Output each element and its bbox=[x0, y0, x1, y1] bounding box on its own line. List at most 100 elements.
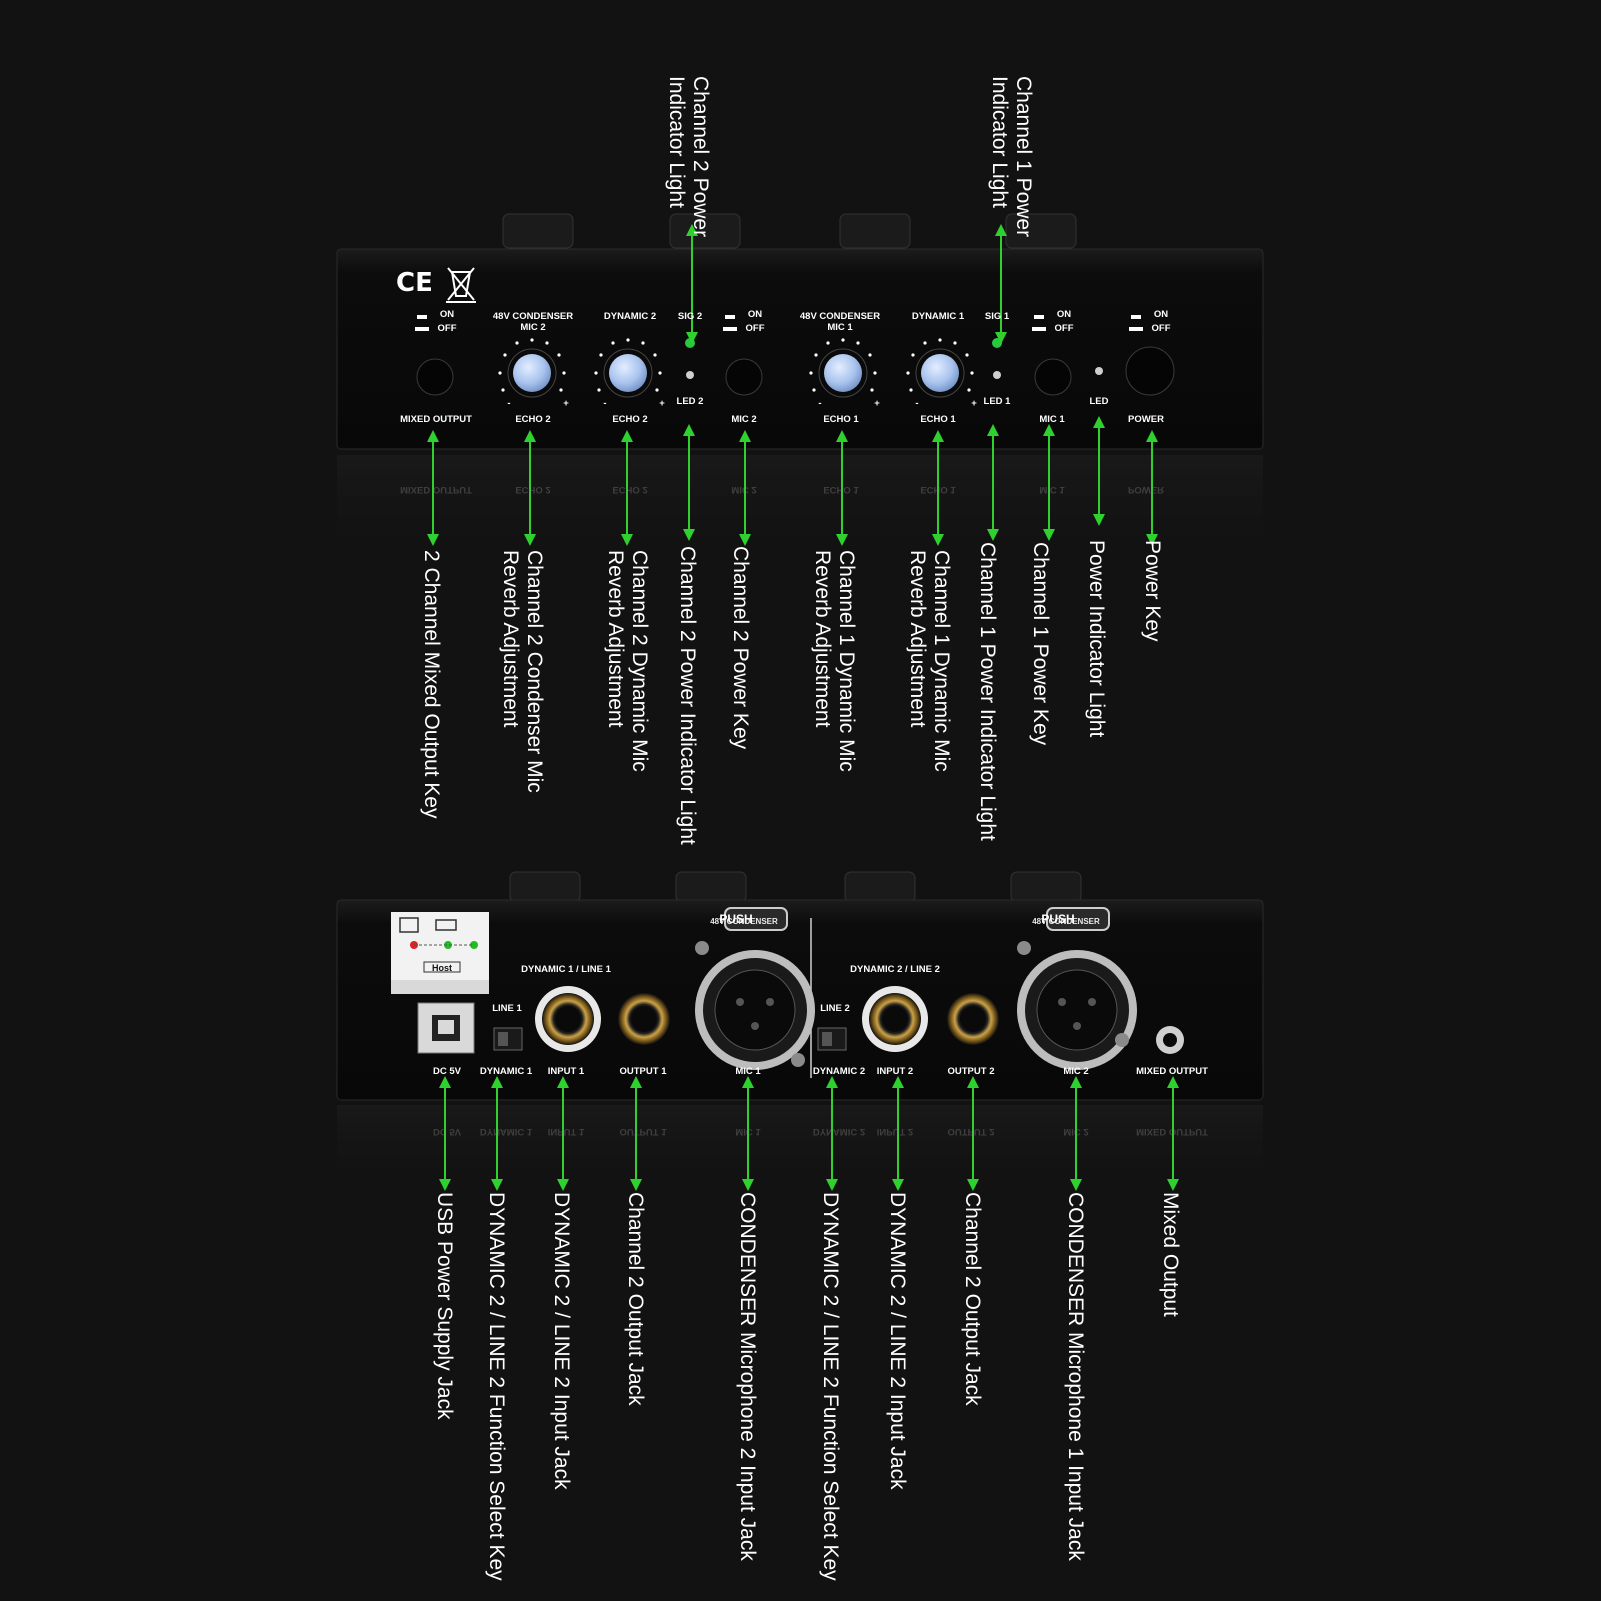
callout-dyn2-line2-select-a: DYNAMIC 2 / LINE 2 Function Select Key bbox=[485, 1192, 508, 1581]
sig1-label: SIG 1 bbox=[984, 311, 1010, 322]
led-label: LED bbox=[1089, 396, 1109, 407]
back-top-knobs bbox=[509, 871, 1082, 903]
output2-jack[interactable] bbox=[947, 993, 999, 1045]
reflection-dynamic1: DYNAMIC 1 bbox=[479, 1126, 533, 1137]
echo1-condenser-knob[interactable] bbox=[818, 348, 868, 398]
on-label-4: ON bbox=[1153, 309, 1169, 320]
mixed-output-button[interactable] bbox=[416, 358, 454, 396]
reflection-echo2-b: ECHO 2 bbox=[612, 484, 648, 495]
weee-bin-icon bbox=[446, 267, 476, 303]
callout-ch1-dynamic-reverb-a: Channel 1 Dynamic Mic Reverb Adjustment bbox=[811, 550, 858, 772]
echo1-dynamic-knob[interactable] bbox=[915, 348, 965, 398]
callout-usb-power-jack: USB Power Supply Jack bbox=[433, 1192, 456, 1420]
led1-indicator bbox=[993, 371, 1001, 379]
power-label: POWER bbox=[1128, 414, 1164, 425]
off-label-3: OFF bbox=[1054, 323, 1074, 334]
reflection-dc5v: DC 5V bbox=[433, 1126, 461, 1137]
sig1-led bbox=[992, 338, 1002, 348]
on-label-2: ON bbox=[747, 309, 763, 320]
dynamic1-label: DYNAMIC 1 bbox=[479, 1066, 533, 1077]
on-label-1: ON bbox=[439, 309, 455, 320]
echo1-label-b: ECHO 1 bbox=[920, 414, 956, 425]
mic1-power-button[interactable] bbox=[1034, 358, 1072, 396]
reflection-power: POWER bbox=[1128, 484, 1164, 495]
ce-mark: CE bbox=[396, 268, 433, 298]
host-label: Host bbox=[432, 963, 452, 973]
xlr2-title: 48V CONDENSER bbox=[1032, 917, 1100, 926]
callout-mixed-output-key: 2 Channel Mixed Output Key bbox=[420, 550, 443, 819]
mixed-output-mini-jack[interactable] bbox=[1156, 1026, 1184, 1054]
mic1-condenser-title: 48V CONDENSER MIC 1 bbox=[799, 311, 881, 333]
usb-b-port[interactable] bbox=[417, 1002, 475, 1054]
callout-ch2-dynamic-reverb: Channel 2 Dynamic Mic Reverb Adjustment bbox=[604, 550, 651, 772]
echo2-plus-b: + bbox=[659, 398, 665, 409]
output2-label: OUTPUT 2 bbox=[947, 1066, 995, 1077]
reflection-echo2-a: ECHO 2 bbox=[515, 484, 551, 495]
off-label-2: OFF bbox=[745, 323, 765, 334]
connection-sticker bbox=[391, 912, 489, 994]
sig2-led bbox=[685, 338, 695, 348]
line2-dynamic2-switch[interactable] bbox=[817, 1027, 847, 1051]
callout-ch1-power-indicator-top: Channel 1 Power Indicator Light bbox=[988, 76, 1035, 238]
mixed-output-back-label: MIXED OUTPUT bbox=[1136, 1066, 1208, 1077]
echo2-label-b: ECHO 2 bbox=[612, 414, 648, 425]
echo1-plus-b: + bbox=[971, 398, 977, 409]
callout-ch1-power-indicator: Channel 1 Power Indicator Light bbox=[976, 542, 999, 841]
mic2-power-button[interactable] bbox=[725, 358, 763, 396]
push-label-2: PUSH bbox=[1041, 912, 1075, 926]
callout-ch1-dynamic-reverb-b: Channel 1 Dynamic Mic Reverb Adjustment bbox=[906, 550, 953, 772]
reflection-dynamic2: DYNAMIC 2 bbox=[812, 1126, 866, 1137]
callout-ch2-output-a: Channel 2 Output Jack bbox=[624, 1192, 647, 1406]
input2-label: INPUT 2 bbox=[876, 1066, 914, 1077]
dc5v-label: DC 5V bbox=[433, 1066, 461, 1077]
reflection-mixed-output-back: MIXED OUTPUT bbox=[1136, 1126, 1208, 1137]
callout-ch2-condenser-reverb: Channel 2 Condenser Mic Reverb Adjustmen… bbox=[499, 550, 546, 793]
xlr1-title: 48V CONDENSER bbox=[710, 917, 778, 926]
xlr-mic1-jack[interactable] bbox=[695, 907, 815, 1070]
callout-power-key: Power Key bbox=[1141, 540, 1164, 642]
dynamic1-title: DYNAMIC 1 bbox=[911, 311, 965, 322]
dynamic2-title: DYNAMIC 2 bbox=[603, 311, 657, 322]
input1-jack[interactable] bbox=[535, 986, 601, 1052]
output1-jack[interactable] bbox=[618, 993, 670, 1045]
callout-ch2-power-key: Channel 2 Power Key bbox=[729, 546, 752, 750]
on-off-glyphs bbox=[415, 315, 1143, 331]
mic2-label: MIC 2 bbox=[731, 414, 757, 425]
callout-condenser-mic1-input: CONDENSER Microphone 1 Input Jack bbox=[1064, 1192, 1087, 1561]
power-led bbox=[1095, 367, 1103, 375]
reflection-echo1-b: ECHO 1 bbox=[920, 484, 956, 495]
led1-label: LED 1 bbox=[983, 396, 1011, 407]
input1-label: INPUT 1 bbox=[547, 1066, 585, 1077]
reflection-mic1-back: MIC 1 bbox=[735, 1126, 761, 1137]
off-label-1: OFF bbox=[437, 323, 457, 334]
echo2-dynamic-knob[interactable] bbox=[603, 348, 653, 398]
echo1-label-a: ECHO 1 bbox=[823, 414, 859, 425]
knob-scale-dots bbox=[498, 338, 974, 392]
reflection-echo1-a: ECHO 1 bbox=[823, 484, 859, 495]
callout-ch1-power-key: Channel 1 Power Key bbox=[1029, 542, 1052, 746]
mic2-back-label: MIC 2 bbox=[1063, 1066, 1089, 1077]
xlr-mic2-jack[interactable] bbox=[1017, 907, 1137, 1070]
callout-dyn2-line2-input-a: DYNAMIC 2 / LINE 2 Input Jack bbox=[550, 1192, 573, 1490]
reflection-output2: OUTPUT 2 bbox=[947, 1126, 995, 1137]
callout-condenser-mic2-input: CONDENSER Microphone 2 Input Jack bbox=[736, 1192, 759, 1561]
echo2-condenser-knob[interactable] bbox=[507, 348, 557, 398]
input2-jack[interactable] bbox=[862, 986, 928, 1052]
push-label-1: PUSH bbox=[719, 912, 753, 926]
callout-ch2-power-indicator-top: Channel 2 Power Indicator Light bbox=[665, 76, 712, 238]
reflection-mic1: MIC 1 bbox=[1039, 484, 1065, 495]
line2-label: LINE 2 bbox=[820, 1003, 850, 1014]
line1-dynamic1-switch[interactable] bbox=[493, 1027, 523, 1051]
power-button[interactable] bbox=[1125, 346, 1175, 396]
dynamic2-label: DYNAMIC 2 bbox=[812, 1066, 866, 1077]
output1-label: OUTPUT 1 bbox=[619, 1066, 667, 1077]
reflection-mic2: MIC 2 bbox=[731, 484, 757, 495]
mic1-back-label: MIC 1 bbox=[735, 1066, 761, 1077]
callout-ch2-power-indicator: Channel 2 Power Indicator Light bbox=[676, 546, 699, 845]
callout-power-indicator: Power Indicator Light bbox=[1085, 540, 1108, 738]
dyn-line1-title: DYNAMIC 1 / LINE 1 bbox=[521, 964, 611, 975]
led2-label: LED 2 bbox=[676, 396, 704, 407]
echo2-minus-a: - bbox=[507, 398, 511, 409]
